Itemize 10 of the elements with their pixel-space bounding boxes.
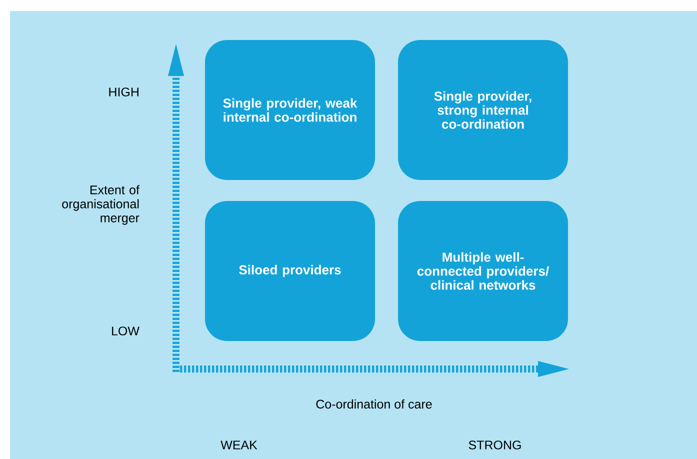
quadrant-box: Siloed providers [205, 201, 375, 341]
axis-level-label: STRONG [468, 440, 521, 450]
quadrant-box: Single provider, weak internal co-ordination [205, 40, 375, 180]
axis-level-label: HIGH [109, 88, 138, 96]
axis-title: Co-ordination of care [316, 399, 432, 409]
axis-level-label: LOW [112, 326, 140, 336]
quadrant-box: Multiple well-connected providers/ clinical networks [398, 201, 568, 341]
axis-level-label: WEAK [220, 440, 258, 450]
axis-title: Extent of organisational merger [62, 185, 140, 225]
quadrant-box: Single provider, strong internal co-ordination [398, 40, 568, 180]
